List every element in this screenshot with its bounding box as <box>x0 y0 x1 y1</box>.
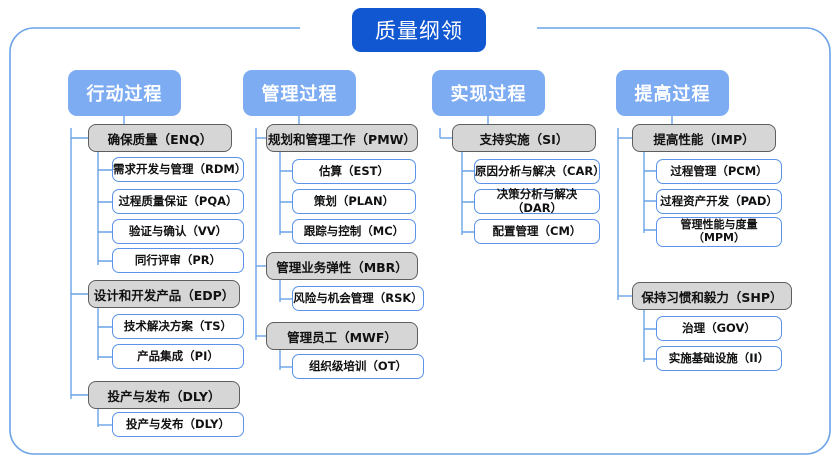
leaf-pcm[interactable]: 过程管理（PCM） <box>656 159 782 184</box>
leaf-mc[interactable]: 跟踪与控制（MC） <box>292 219 416 244</box>
group-header-edp[interactable]: 设计和开发产品（EDP） <box>88 280 240 308</box>
group-header-mwf[interactable]: 管理员工（MWF） <box>266 322 418 350</box>
column-header-improvement-process[interactable]: 提高过程 <box>616 70 729 116</box>
leaf-plan[interactable]: 策划（PLAN） <box>292 189 416 214</box>
leaf-ot[interactable]: 组织级培训（OT） <box>292 354 424 379</box>
leaf-vv[interactable]: 验证与确认（VV） <box>112 219 244 244</box>
group-header-enq[interactable]: 确保质量（ENQ） <box>88 124 232 152</box>
leaf-pad[interactable]: 过程资产开发（PAD） <box>656 189 782 214</box>
group-header-si[interactable]: 支持实施（SI） <box>452 124 596 152</box>
leaf-pr[interactable]: 同行评审（PR） <box>112 248 244 273</box>
leaf-pqa[interactable]: 过程质量保证（PQA） <box>112 189 244 214</box>
leaf-dly[interactable]: 投产与发布（DLY） <box>112 412 244 437</box>
leaf-dar[interactable]: 决策分析与解决（DAR） <box>474 188 600 214</box>
leaf-rdm[interactable]: 需求开发与管理（RDM） <box>112 157 246 182</box>
leaf-ii[interactable]: 实施基础设施（II） <box>656 346 782 371</box>
group-header-imp[interactable]: 提高性能（IMP） <box>632 124 776 152</box>
group-header-shp[interactable]: 保持习惯和毅力（SHP） <box>632 282 792 310</box>
diagram-title: 质量纲领 <box>352 8 486 52</box>
column-header-realization-process[interactable]: 实现过程 <box>432 70 545 116</box>
group-header-pmw[interactable]: 规划和管理工作（PMW） <box>266 124 418 152</box>
leaf-rsk[interactable]: 风险与机会管理（RSK） <box>292 286 424 311</box>
column-header-action-process[interactable]: 行动过程 <box>68 70 181 116</box>
leaf-pi[interactable]: 产品集成（PI） <box>112 344 244 369</box>
leaf-ts[interactable]: 技术解决方案（TS） <box>112 314 244 339</box>
column-header-management-process[interactable]: 管理过程 <box>243 70 356 116</box>
leaf-car[interactable]: 原因分析与解决（CAR） <box>474 159 605 184</box>
group-header-mbr[interactable]: 管理业务弹性（MBR） <box>266 252 418 280</box>
leaf-est[interactable]: 估算（EST） <box>292 159 416 184</box>
leaf-mpm[interactable]: 管理性能与度量 （MPM） <box>656 217 782 247</box>
leaf-gov[interactable]: 治理（GOV） <box>656 316 782 341</box>
leaf-cm[interactable]: 配置管理（CM） <box>474 219 600 244</box>
group-header-dly[interactable]: 投产与发布（DLY） <box>88 381 240 409</box>
